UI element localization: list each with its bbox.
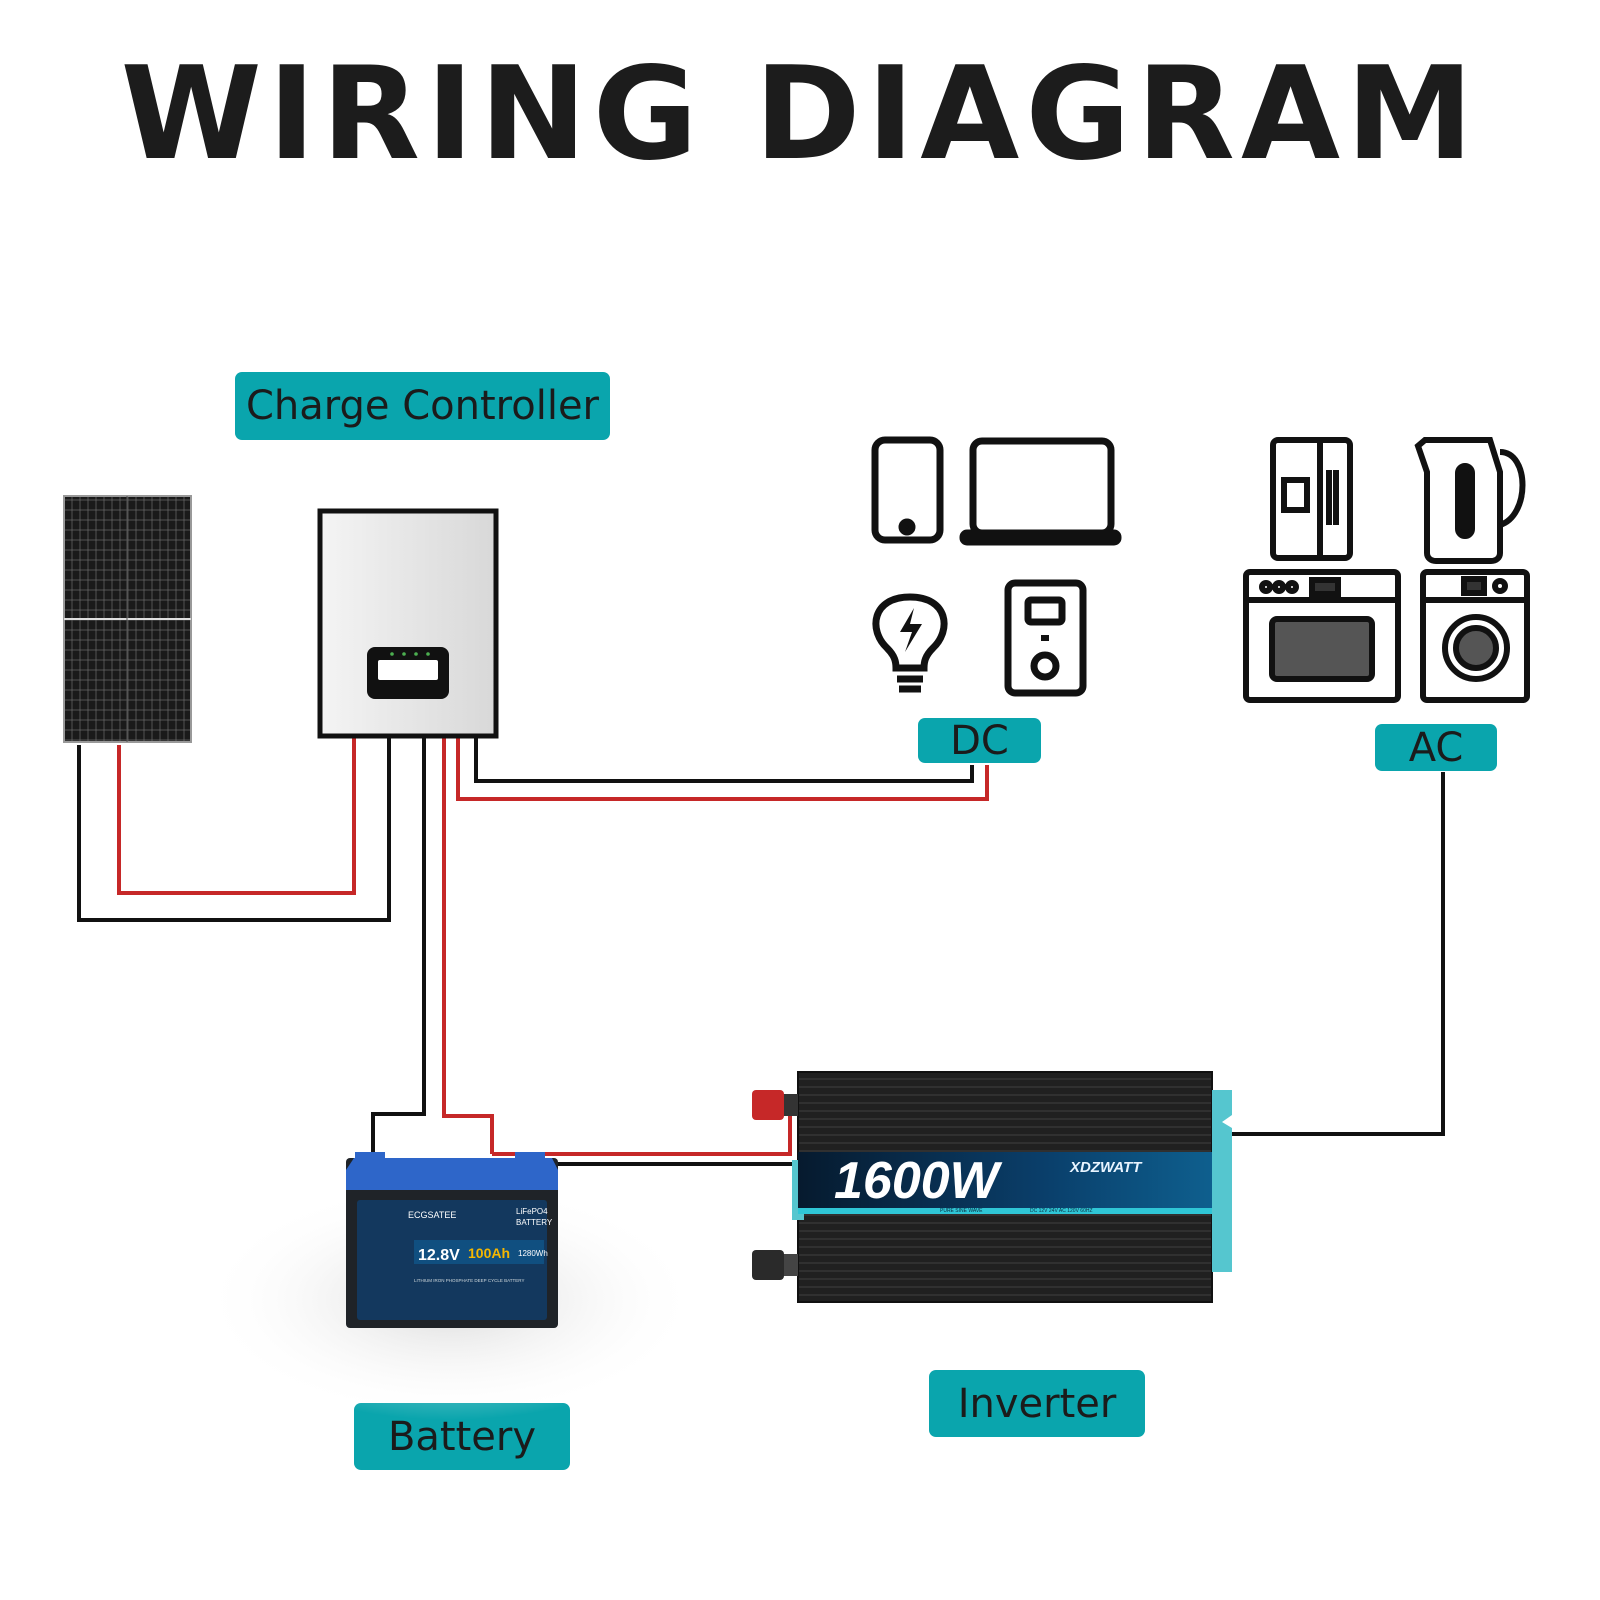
- wire-ac: [1230, 772, 1445, 1136]
- battery-type: BATTERY: [516, 1218, 553, 1227]
- inverter-brand: XDZWATT: [1069, 1159, 1143, 1176]
- battery-voltage: 12.8V: [418, 1247, 460, 1264]
- inverter: [752, 1071, 1232, 1303]
- inverter-power: 1600W: [834, 1152, 1003, 1210]
- kettle-icon: [1414, 437, 1526, 564]
- speaker-icon: [1004, 579, 1087, 697]
- lightbulb-icon: [872, 593, 948, 693]
- battery-capacity: 100Ah: [468, 1245, 510, 1261]
- washing-machine-icon: [1420, 569, 1530, 703]
- wire-dc-positive: [456, 738, 989, 801]
- battery-description: LITHIUM IRON PHOSPHATE DEEP CYCLE BATTER…: [414, 1278, 524, 1283]
- wire-solar-positive: [117, 738, 356, 895]
- inverter-spec: DC 12V 24V AC 120V 60HZ: [1030, 1208, 1093, 1214]
- battery-chemistry: LiFePO4: [516, 1207, 548, 1216]
- battery-brand: ECGSATEE: [408, 1210, 456, 1220]
- wire-battery-positive: [442, 738, 494, 1154]
- battery-energy: 1280Wh: [518, 1249, 548, 1258]
- charge-controller-label: Charge Controller: [235, 372, 610, 440]
- wires: [77, 738, 1445, 1166]
- inverter-wave: PURE SINE WAVE: [940, 1208, 983, 1214]
- wire-battery-negative: [371, 738, 426, 1162]
- phone-icon: [871, 436, 944, 544]
- wire-dc-negative: [474, 738, 974, 783]
- dc-label: DC: [918, 718, 1041, 763]
- refrigerator-icon: [1270, 437, 1353, 561]
- charge-controller: [317, 508, 499, 739]
- battery: [346, 1152, 558, 1328]
- oven-icon: [1243, 569, 1401, 703]
- page-title: WIRING DIAGRAM: [120, 40, 1480, 189]
- wire-solar-negative: [77, 738, 391, 922]
- laptop-icon: [959, 437, 1122, 546]
- inverter-label: Inverter: [929, 1370, 1145, 1437]
- wire-inverter-positive: [492, 1108, 792, 1156]
- solar-panel: [63, 495, 192, 743]
- ac-label: AC: [1375, 724, 1497, 771]
